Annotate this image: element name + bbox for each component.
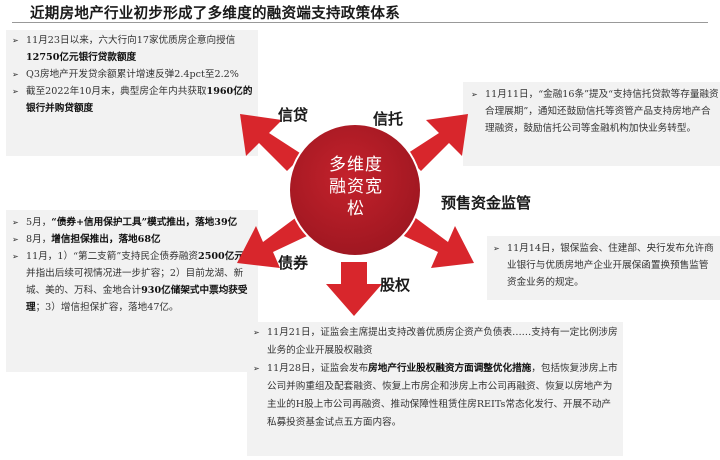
bullet-arrow-icon: ➢ [12, 70, 19, 79]
body-text: 11月28日，证监会发布 [267, 363, 369, 374]
trust-label: 信托 [373, 110, 404, 128]
credit-panel: ➢ 11月23日以来，六大行向17家优质房企意向授信 12750亿元银行贷款额度 ➢ Q… [6, 30, 258, 156]
list-item: ➢ 5月，“债券+信用保护工具”模式推出，落地39亿 [10, 214, 254, 231]
list-item: ➢ 11月21日，证监会主席提出支持改善优质房企资产负债表……支持有一定比例涉房业… [251, 324, 619, 360]
bond-panel: ➢ 5月，“债券+信用保护工具”模式推出，落地39亿 ➢ 8月，增信担保推出，落地68… [6, 210, 258, 372]
equity-list: ➢ 11月21日，证监会主席提出支持改善优质房企资产负债表……支持有一定比例涉房业… [251, 324, 619, 432]
highlight-text: “债券+信用保护工具”模式推出，落地39亿 [51, 217, 238, 228]
page-title: 近期房地产行业初步形成了多维度的融资端支持政策体系 [30, 5, 400, 22]
presale-label: 预售资金监管 [441, 194, 532, 212]
bullet-arrow-icon: ➢ [12, 235, 19, 244]
equity-panel: ➢ 11月21日，证监会主席提出支持改善优质房企资产负债表……支持有一定比例涉房业… [247, 322, 623, 456]
highlight-text: 12750亿元银行贷款额度 [26, 52, 137, 63]
credit-list: ➢ 11月23日以来，六大行向17家优质房企意向授信 12750亿元银行贷款额度 ➢ Q… [10, 32, 254, 117]
equity-arrow [326, 262, 382, 316]
center-label: 多维度 融资宽 松 [318, 154, 394, 220]
list-item: ➢ 11月28日，证监会发布房地产行业股权融资方面调整优化措施，包括恢复涉房上市公… [251, 360, 619, 432]
body-text: 11月21日，证监会主席提出支持改善优质房企资产负债表……支持有一定比例涉房业务… [267, 327, 618, 356]
bullet-arrow-icon: ➢ [12, 36, 19, 45]
list-item: ➢ 截至2022年10月末，典型房企年内共获取1960亿的银行并购贷额度 [10, 83, 254, 117]
center-circle [288, 123, 422, 257]
trust-list: ➢ 11月11日，“金融16条”提及“支持信托贷款等存量融资合理展期”，通知还鼓励… [469, 86, 719, 137]
body-text: ，包括恢复涉房上市公司并购重组及配套融资、恢复上市房企和涉房上市公司再融资、恢复… [267, 363, 618, 428]
credit-label: 信贷 [278, 106, 309, 124]
center-line-3: 松 [347, 199, 365, 219]
bond-label: 债券 [278, 254, 309, 272]
body-text: Q3房地产开发贷余额累计增速反弹2.4pct至2.2% [26, 69, 239, 80]
trust-panel: ➢ 11月11日，“金融16条”提及“支持信托贷款等存量融资合理展期”，通知还鼓励… [463, 82, 720, 166]
bullet-arrow-icon: ➢ [493, 244, 500, 253]
bond-list: ➢ 5月，“债券+信用保护工具”模式推出，落地39亿 ➢ 8月，增信担保推出，落地68… [10, 214, 254, 316]
bullet-arrow-icon: ➢ [12, 218, 19, 227]
body-text: 5月， [26, 217, 52, 228]
list-item: ➢ 11月11日，“金融16条”提及“支持信托贷款等存量融资合理展期”，通知还鼓励… [469, 86, 719, 137]
trust-arrow [405, 114, 468, 171]
bullet-arrow-icon: ➢ [12, 252, 19, 261]
highlight-text: 房地产行业股权融资方面调整优化措施 [368, 363, 532, 374]
body-text: 截至2022年10月末，典型房企年内共获取 [26, 86, 207, 97]
center-line-2: 融资宽 [329, 177, 383, 197]
presale-list: ➢ 11月14日，银保监会、住建部、央行发布允许商业银行与优质房地产企业开展保函置… [491, 240, 717, 291]
equity-label: 股权 [380, 276, 411, 294]
body-text: 11月14日，银保监会、住建部、央行发布允许商业银行与优质房地产企业开展保函置换… [507, 243, 714, 288]
list-item: ➢ Q3房地产开发贷余额累计增速反弹2.4pct至2.2% [10, 66, 254, 83]
credit-arrow [240, 114, 303, 171]
body-text: 8月， [26, 234, 52, 245]
list-item: ➢ 8月，增信担保推出，落地68亿 [10, 231, 254, 248]
body-text: 11月11日，“金融16条”提及“支持信托贷款等存量融资合理展期”，通知还鼓励信… [485, 89, 719, 134]
bullet-arrow-icon: ➢ [471, 90, 478, 99]
body-text: 11月，1）“第二支箭”支持民企债券融资 [26, 251, 199, 262]
bullet-arrow-icon: ➢ [12, 87, 19, 96]
bullet-arrow-icon: ➢ [253, 328, 260, 337]
highlight-text: 930亿储架式中票均获受理 [26, 285, 248, 313]
highlight-text: 增信担保推出，落地68亿 [51, 234, 161, 245]
body-text: ；3）增信担保扩容，落地47亿。 [35, 302, 179, 313]
list-item: ➢ 11月23日以来，六大行向17家优质房企意向授信 12750亿元银行贷款额度 [10, 32, 254, 66]
body-text: 11月23日以来，六大行向17家优质房企意向授信 [26, 35, 236, 46]
title-divider [12, 22, 708, 23]
list-item: ➢ 11月14日，银保监会、住建部、央行发布允许商业银行与优质房地产企业开展保函置… [491, 240, 717, 291]
highlight-text: 1960亿的银行并购贷额度 [26, 86, 253, 114]
bullet-arrow-icon: ➢ [253, 364, 260, 373]
highlight-text: 2500亿元 [198, 251, 244, 262]
center-line-1: 多维度 [329, 155, 383, 175]
presale-panel: ➢ 11月14日，银保监会、住建部、央行发布允许商业银行与优质房地产企业开展保函置… [487, 236, 720, 300]
presale-arrow [404, 216, 474, 268]
bond-arrow [237, 216, 307, 268]
